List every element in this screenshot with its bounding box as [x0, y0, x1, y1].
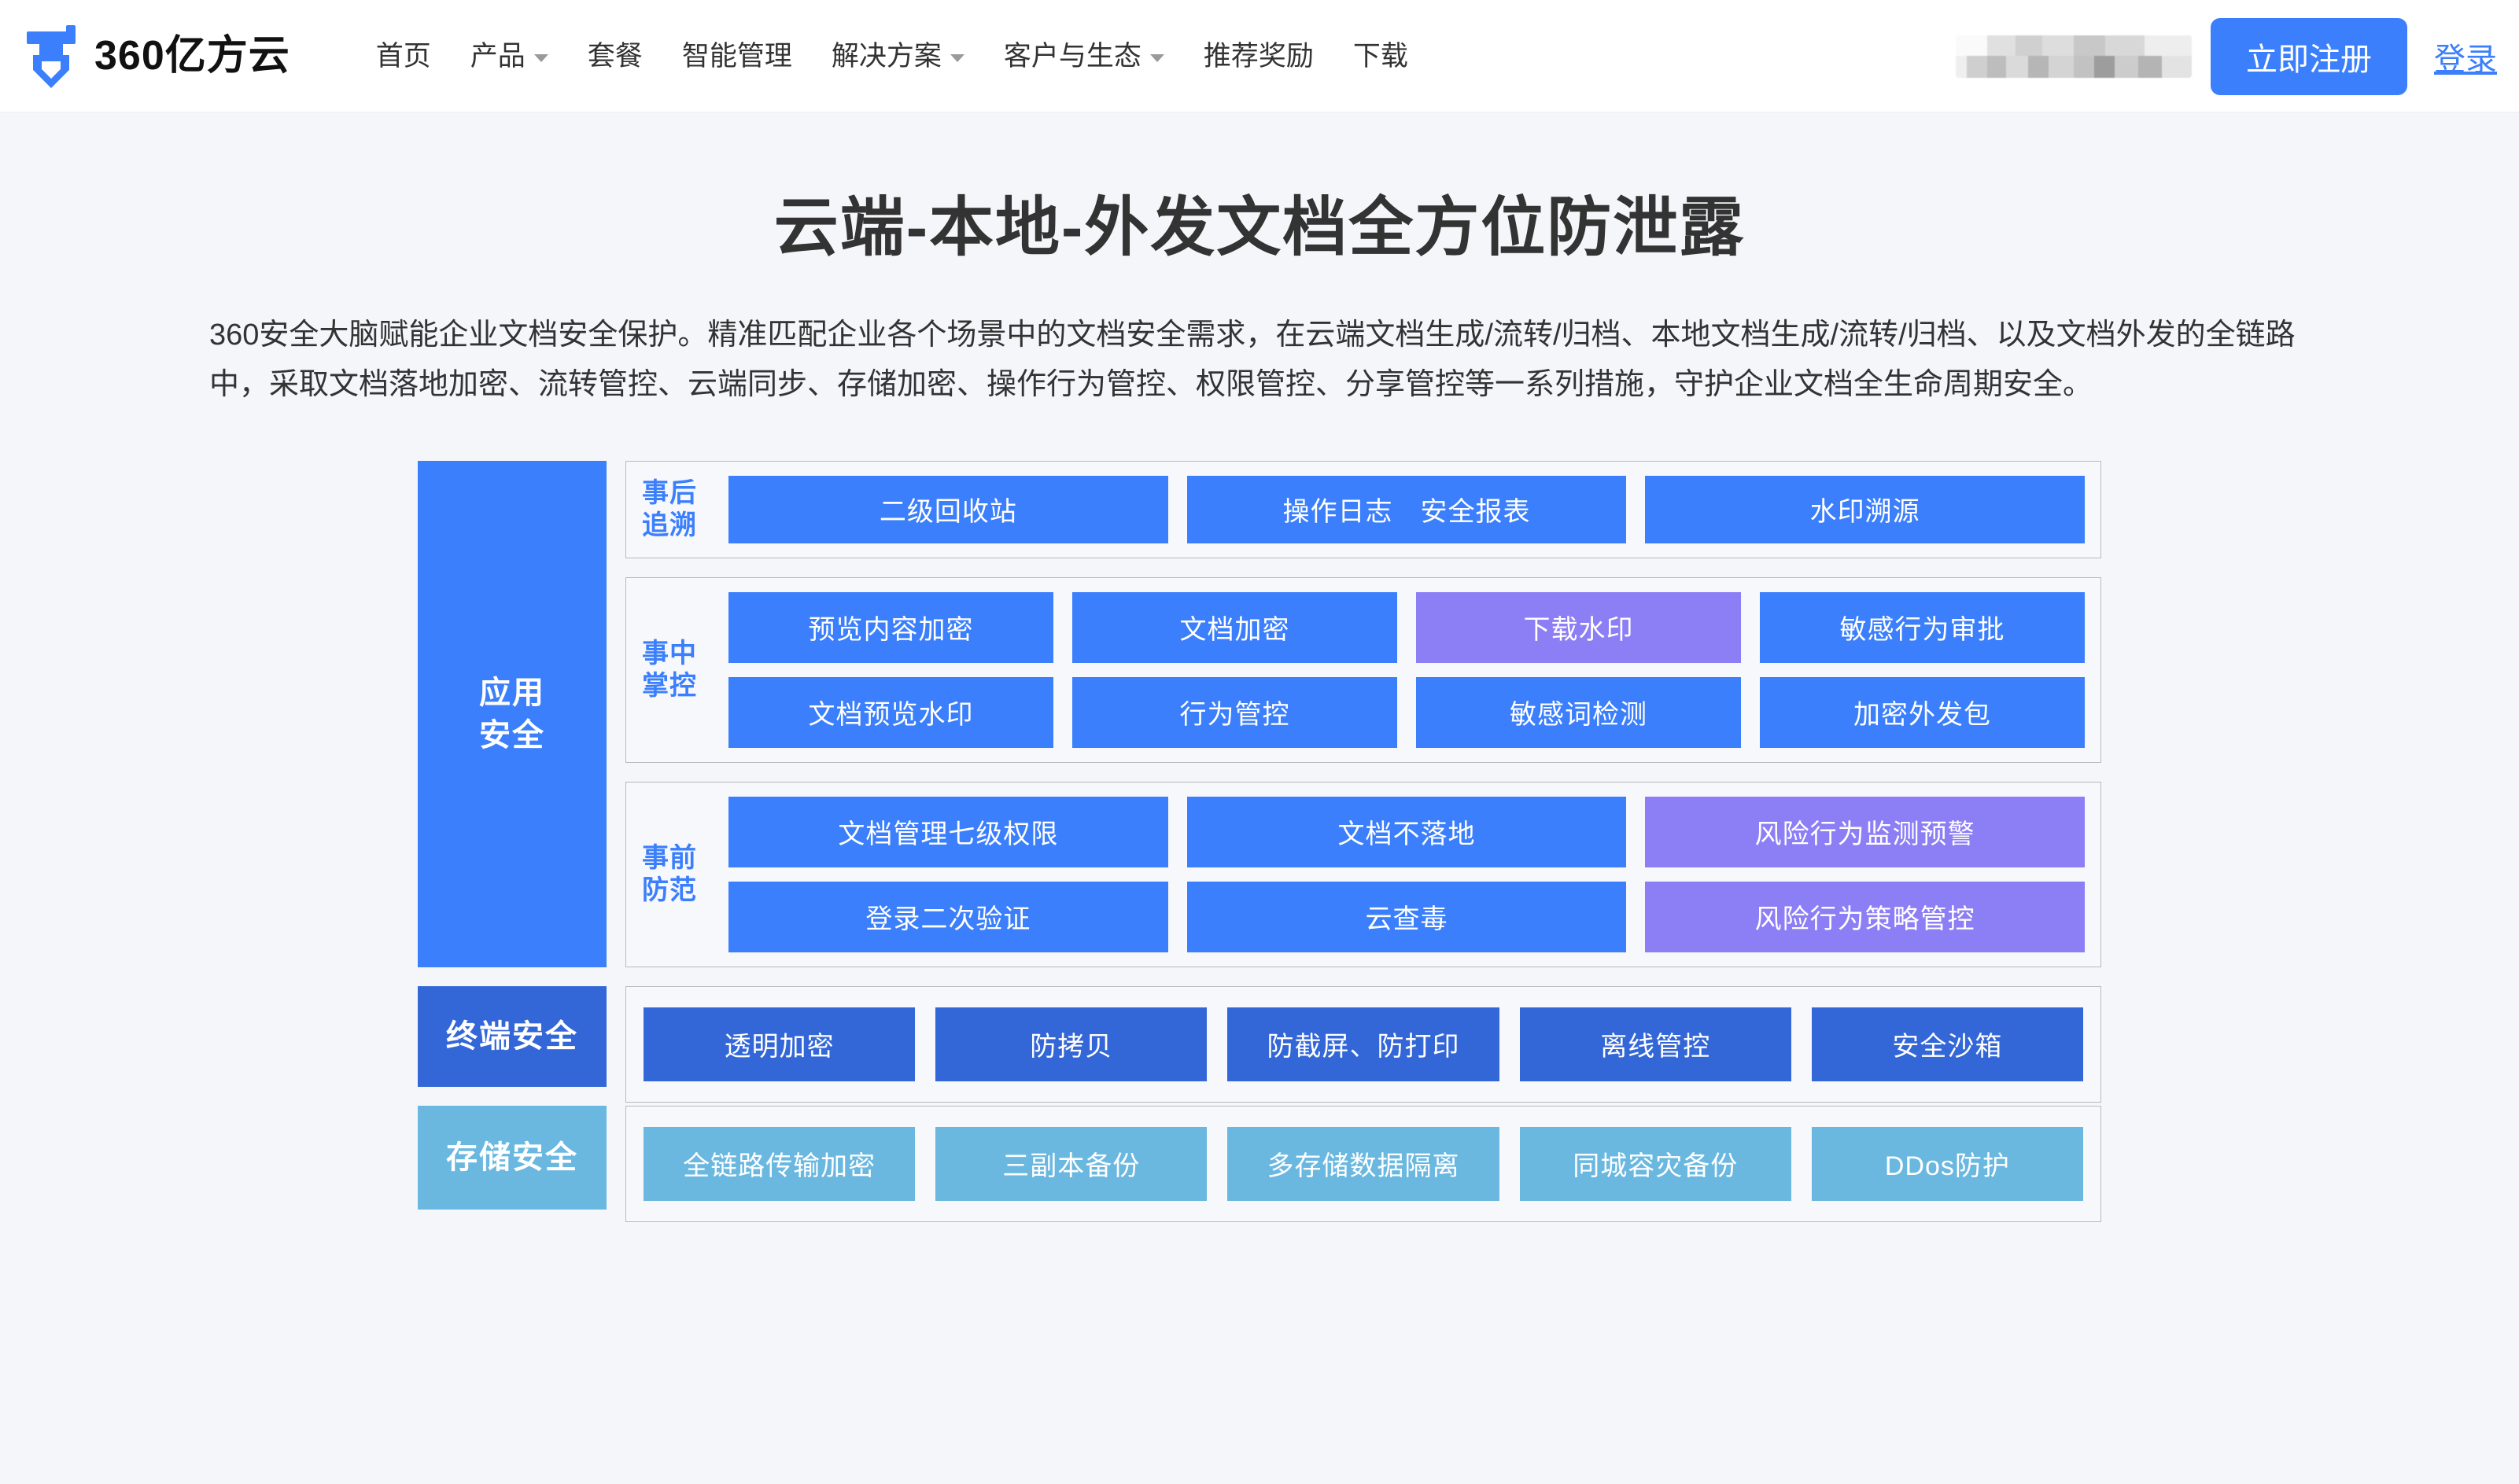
feature-tile-full-link-transport-encryption[interactable]: 全链路传输加密 [644, 1126, 916, 1201]
nav-item-label: 推荐奖励 [1203, 40, 1314, 72]
group-grid: 二级回收站 操作日志 安全报表 水印溯源 [728, 475, 2086, 543]
feature-tile-security-sandbox[interactable]: 安全沙箱 [1811, 1007, 2084, 1081]
group-row: 二级回收站 操作日志 安全报表 水印溯源 [728, 475, 2086, 543]
nav-item-referral-rewards[interactable]: 推荐奖励 [1184, 42, 1333, 70]
brand-name: 360亿方云 [94, 33, 290, 79]
account-actions: 立即注册 登录 [1956, 0, 2519, 112]
chevron-down-icon [533, 54, 548, 62]
group-row: 登录二次验证 云查毒 风险行为策略管控 [728, 881, 2086, 952]
feature-tile-ddos-protection[interactable]: DDos防护 [1811, 1126, 2084, 1201]
feature-tile-operation-log-security-report[interactable]: 操作日志 安全报表 [1186, 475, 1627, 543]
feature-tile-recycle-bin[interactable]: 二级回收站 [728, 475, 1168, 543]
page-title: 云端-本地-外发文档全方位防泄露 [773, 192, 1746, 263]
register-button[interactable]: 立即注册 [2211, 17, 2407, 95]
feature-tile-preview-content-encryption[interactable]: 预览内容加密 [728, 591, 1053, 663]
security-architecture-diagram: 应用 安全 事后 追溯 二级回收站 操作日志 安全报表 水印溯源 事中 [418, 460, 2101, 1222]
group-label-pre-incident-prevention: 事前 防范 [642, 842, 697, 905]
group-post-incident-tracing: 事后 追溯 二级回收站 操作日志 安全报表 水印溯源 [625, 460, 2101, 558]
nav-item-customers-ecosystem[interactable]: 客户与生态 [984, 42, 1184, 70]
feature-tile-login-two-factor[interactable]: 登录二次验证 [728, 881, 1168, 952]
feature-tile-triple-replica-backup[interactable]: 三副本备份 [935, 1126, 1208, 1201]
nav-item-products[interactable]: 产品 [451, 42, 568, 70]
nav-item-label: 客户与生态 [1003, 40, 1141, 72]
group-grid: 文档管理七级权限 文档不落地 风险行为监测预警 登录二次验证 云查毒 风险行为策… [728, 796, 2086, 952]
group-row: 文档管理七级权限 文档不落地 风险行为监测预警 [728, 796, 2086, 867]
yifangyun-pen-logo-icon [22, 24, 83, 88]
feature-tile-same-city-disaster-backup[interactable]: 同城容灾备份 [1519, 1126, 1791, 1201]
main-menu: 首页 产品 套餐 智能管理 解决方案 客户与生态 推荐奖励 下载 [356, 42, 1428, 70]
tier-endpoint-security: 终端安全 透明加密 防拷贝 防截屏、防打印 离线管控 安全沙箱 [418, 985, 2101, 1103]
page-description: 360安全大脑赋能企业文档安全保护。精准匹配企业各个场景中的文档安全需求，在云端… [209, 319, 2296, 401]
feature-tile-anti-copy[interactable]: 防拷贝 [935, 1007, 1208, 1081]
group-grid: 预览内容加密 文档加密 下载水印 敏感行为审批 文档预览水印 行为管控 敏感词检… [728, 591, 2085, 748]
feature-tile-sensitive-action-approval[interactable]: 敏感行为审批 [1760, 591, 2085, 663]
brand-area[interactable]: 360亿方云 [22, 24, 290, 88]
chevron-down-icon [1149, 54, 1164, 62]
nav-item-label: 首页 [375, 40, 431, 72]
feature-tile-sensitive-word-detection[interactable]: 敏感词检测 [1416, 676, 1741, 748]
feature-tile-seven-level-permissions[interactable]: 文档管理七级权限 [728, 796, 1168, 867]
feature-tile-document-encryption[interactable]: 文档加密 [1072, 591, 1397, 663]
feature-tile-document-preview-watermark[interactable]: 文档预览水印 [728, 676, 1053, 748]
nav-item-smart-management[interactable]: 智能管理 [662, 42, 812, 70]
login-link[interactable]: 登录 [2434, 42, 2497, 77]
group-storage-features: 全链路传输加密 三副本备份 多存储数据隔离 同城容灾备份 DDos防护 [625, 1105, 2101, 1222]
feature-tile-no-local-landing[interactable]: 文档不落地 [1186, 796, 1627, 867]
feature-tile-offline-control[interactable]: 离线管控 [1519, 1007, 1791, 1081]
page-content: 云端-本地-外发文档全方位防泄露 360安全大脑赋能企业文档安全保护。精准匹配企… [0, 192, 2519, 1222]
nav-item-label: 产品 [470, 40, 526, 72]
tier-storage-security: 存储安全 全链路传输加密 三副本备份 多存储数据隔离 同城容灾备份 DDos防护 [418, 1105, 2101, 1222]
feature-tile-anti-screenshot-anti-print[interactable]: 防截屏、防打印 [1227, 1007, 1499, 1081]
chevron-down-icon [950, 54, 964, 62]
group-pre-incident-prevention: 事前 防范 文档管理七级权限 文档不落地 风险行为监测预警 登录二次验证 云查毒… [625, 781, 2101, 967]
nav-item-label: 套餐 [587, 40, 643, 72]
nav-item-solutions[interactable]: 解决方案 [812, 42, 984, 70]
tier-body-application-security: 事后 追溯 二级回收站 操作日志 安全报表 水印溯源 事中 掌控 预 [625, 460, 2101, 967]
group-row: 文档预览水印 行为管控 敏感词检测 加密外发包 [728, 676, 2085, 748]
feature-tile-risk-behavior-policy-control[interactable]: 风险行为策略管控 [1645, 881, 2086, 952]
nav-item-packages[interactable]: 套餐 [568, 42, 662, 70]
nav-item-download[interactable]: 下载 [1333, 42, 1428, 70]
top-navigation-bar: 360亿方云 首页 产品 套餐 智能管理 解决方案 客户与生态 推荐奖励 下载 [0, 0, 2519, 112]
tier-body-storage-security: 全链路传输加密 三副本备份 多存储数据隔离 同城容灾备份 DDos防护 [625, 1105, 2101, 1222]
feature-tile-encrypted-outgoing-package[interactable]: 加密外发包 [1760, 676, 2085, 748]
tier-body-endpoint-security: 透明加密 防拷贝 防截屏、防打印 离线管控 安全沙箱 [625, 985, 2101, 1103]
tier-application-security: 应用 安全 事后 追溯 二级回收站 操作日志 安全报表 水印溯源 事中 [418, 460, 2101, 967]
nav-item-label: 下载 [1352, 40, 1408, 72]
feature-tile-cloud-antivirus[interactable]: 云查毒 [1186, 881, 1627, 952]
feature-tile-multi-storage-data-isolation[interactable]: 多存储数据隔离 [1227, 1126, 1499, 1201]
feature-tile-watermark-tracing[interactable]: 水印溯源 [1645, 475, 2086, 543]
nav-item-home[interactable]: 首页 [356, 42, 451, 70]
masked-account-field [1956, 35, 2192, 78]
nav-item-label: 智能管理 [681, 40, 792, 72]
group-row: 预览内容加密 文档加密 下载水印 敏感行为审批 [728, 591, 2085, 663]
tier-label-endpoint-security: 终端安全 [418, 985, 607, 1087]
nav-item-label: 解决方案 [831, 40, 942, 72]
feature-tile-download-watermark[interactable]: 下载水印 [1416, 591, 1741, 663]
feature-tile-transparent-encryption[interactable]: 透明加密 [644, 1007, 916, 1081]
group-label-post-incident-tracing: 事后 追溯 [642, 477, 697, 540]
tier-label-application-security: 应用 安全 [418, 460, 607, 967]
group-label-in-process-control: 事中 掌控 [642, 638, 697, 701]
tier-label-storage-security: 存储安全 [418, 1105, 607, 1210]
feature-tile-behavior-control[interactable]: 行为管控 [1072, 676, 1397, 748]
feature-tile-risk-behavior-monitoring-alert[interactable]: 风险行为监测预警 [1645, 796, 2086, 867]
group-in-process-control: 事中 掌控 预览内容加密 文档加密 下载水印 敏感行为审批 文档预览水印 行为管… [625, 576, 2101, 763]
group-endpoint-features: 透明加密 防拷贝 防截屏、防打印 离线管控 安全沙箱 [625, 985, 2101, 1103]
